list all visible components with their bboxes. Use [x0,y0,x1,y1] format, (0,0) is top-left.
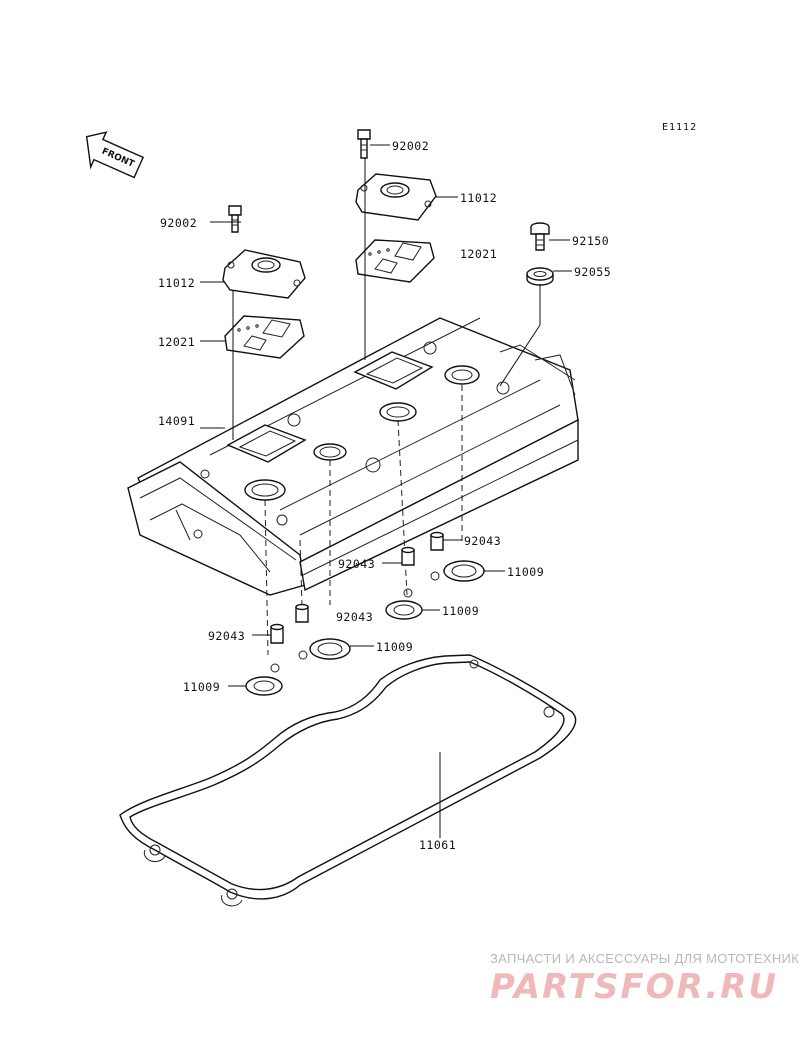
gasket-a [228,663,283,696]
bolt-left [210,205,242,233]
label-gasket-d: 11009 [507,565,544,579]
watermark-tagline: ЗАПЧАСТИ И АКСЕССУАРЫ ДЛЯ МОТОТЕХНИКИ [490,951,800,966]
head-cover-gasket [119,654,577,907]
dowel-b [295,603,309,623]
seal-right [355,239,435,283]
label-cap-left: 11012 [158,276,195,290]
label-cap-right: 11012 [460,191,497,205]
label-bolt-left: 92002 [160,216,197,230]
dowel-a [252,623,284,644]
label-bolt-right: 92002 [392,139,429,153]
watermark-brand: PARTSFOR.RU [490,967,778,1007]
diagram-ref-code: E1112 [662,122,697,133]
label-cover: 14091 [158,414,195,428]
dowel-d [430,531,462,551]
label-washer-92055: 92055 [574,265,611,279]
washer-92055 [526,267,572,286]
cylinder-head-cover [127,317,579,596]
gasket-d [430,560,505,582]
label-gasket-c: 11009 [442,604,479,618]
label-dowel-c: 92043 [338,557,375,571]
label-head-gasket: 11061 [419,838,456,852]
label-seal-right: 12021 [460,247,497,261]
label-seal-left: 12021 [158,335,195,349]
dowel-c [382,546,415,566]
seal-left [200,315,305,359]
bolt-92150 [530,222,570,251]
bolt-right [357,129,390,159]
assembly-lines [232,158,541,656]
cap-right [355,173,458,221]
label-dowel-b: 92043 [336,610,373,624]
label-dowel-a: 92043 [208,629,245,643]
gasket-b [298,638,374,660]
cap-left [200,249,306,299]
gasket-c [385,588,440,620]
front-arrow-icon: FRONT [85,131,145,179]
label-gasket-a: 11009 [183,680,220,694]
label-bolt-92150: 92150 [572,234,609,248]
label-dowel-d: 92043 [464,534,501,548]
label-gasket-b: 11009 [376,640,413,654]
